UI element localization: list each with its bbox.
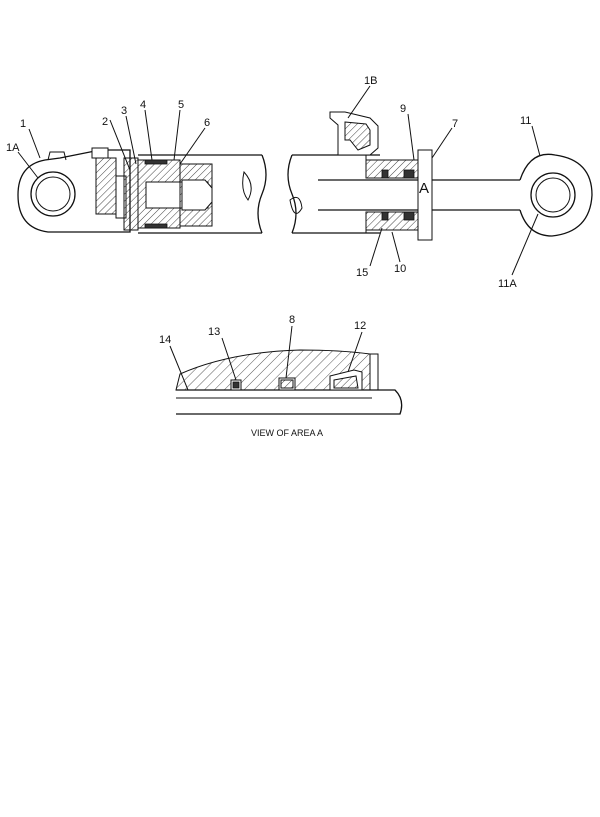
detail-view-area-a: 14 13 8 12 VIEW OF AREA A [159, 314, 403, 438]
callout-6: 6 [204, 117, 210, 129]
area-a-marker: A [419, 180, 429, 197]
callout-4: 4 [140, 99, 146, 111]
detail-caption: VIEW OF AREA A [251, 428, 323, 438]
leader-lines [17, 85, 541, 276]
callout-10: 10 [394, 263, 406, 275]
callout-1b: 1B [364, 75, 377, 87]
callout-12: 12 [354, 320, 366, 332]
cylinder-head-end [17, 147, 267, 234]
callout-14: 14 [159, 334, 171, 346]
callout-1: 1 [20, 118, 26, 130]
callout-7: 7 [452, 118, 458, 130]
callout-8: 8 [289, 314, 295, 326]
callout-11a: 11A [498, 278, 517, 290]
callout-13: 13 [208, 326, 220, 338]
callout-15: 15 [356, 267, 368, 279]
callout-3: 3 [121, 105, 127, 117]
callout-5: 5 [178, 99, 184, 111]
callout-9: 9 [400, 103, 406, 115]
callout-1a: 1A [6, 142, 20, 154]
callout-11: 11 [520, 115, 531, 127]
cylinder-rod-end: A [287, 111, 593, 241]
callout-2: 2 [102, 116, 108, 128]
callout-labels: 1 1A 2 3 4 5 6 1B 9 7 11 11A 15 10 [6, 75, 531, 290]
